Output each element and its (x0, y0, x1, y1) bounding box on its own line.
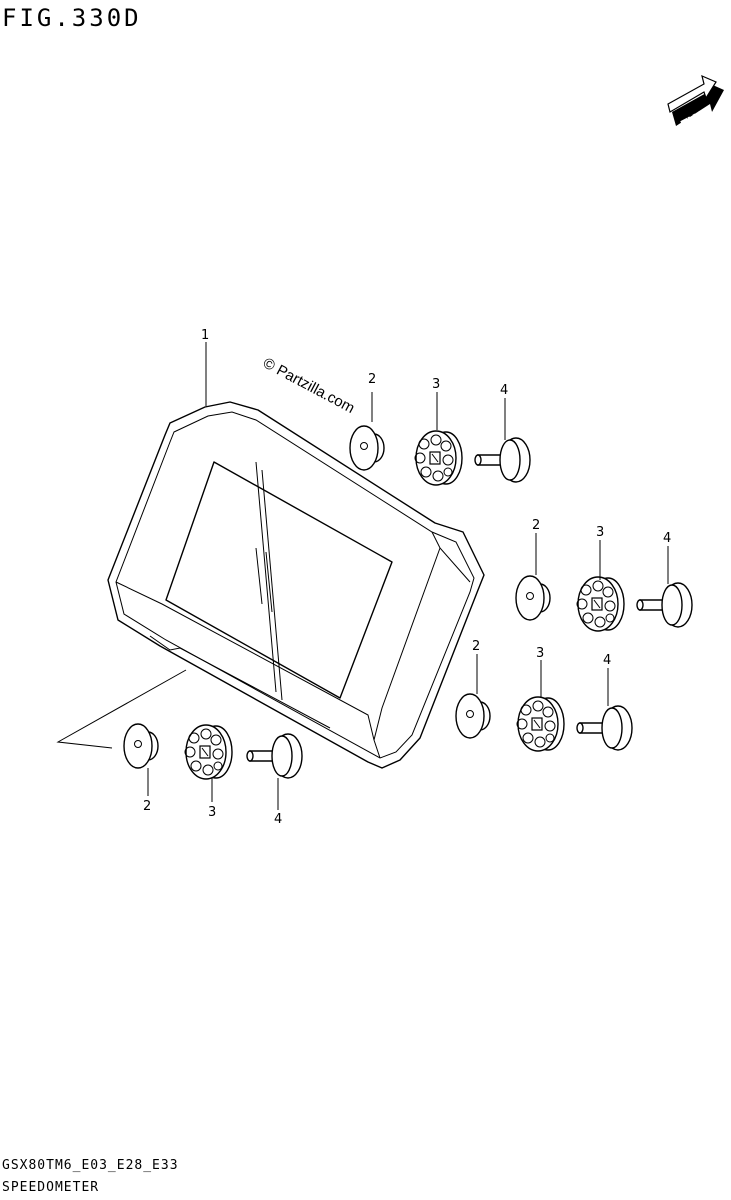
callout-3-lower-right: 3 (536, 646, 544, 661)
mount-set-lower-left (123, 723, 303, 810)
callout-3-top: 3 (432, 377, 440, 392)
callout-3-lower-left: 3 (208, 805, 216, 820)
callout-2-lower-left: 2 (143, 799, 151, 814)
mount-bolt (246, 733, 303, 779)
mount-set-lower-right (455, 654, 633, 752)
figure-title: FIG.330D (2, 4, 142, 32)
damper-grommet (184, 724, 233, 780)
mount-bolt (636, 582, 693, 628)
rubber-cap (455, 693, 491, 739)
damper-grommet (516, 696, 565, 752)
callout-2-top: 2 (368, 372, 376, 387)
rubber-cap (515, 575, 551, 621)
callout-1: 1 (201, 328, 209, 343)
damper-grommet (576, 576, 625, 632)
mount-set-middle (515, 533, 693, 632)
callout-4-lower-right: 4 (603, 653, 611, 668)
callout-4-lower-left: 4 (274, 812, 282, 827)
model-code: GSX80TM6_E03_E28_E33 (2, 1158, 179, 1173)
damper-grommet (414, 430, 463, 486)
mount-set-top (349, 392, 531, 486)
callout-2-middle: 2 (532, 518, 540, 533)
watermark: © Partzilla.com (260, 355, 357, 417)
fwd-arrow-icon: FWD (667, 74, 724, 134)
callout-4-middle: 4 (663, 531, 671, 546)
leader-line (56, 669, 187, 749)
section-name: SPEEDOMETER (2, 1180, 100, 1195)
rubber-cap (123, 723, 159, 769)
mount-bolt (576, 705, 633, 751)
callout-2-lower-right: 2 (472, 639, 480, 654)
callout-4-top: 4 (500, 383, 508, 398)
rubber-cap (349, 425, 385, 471)
callout-3-middle: 3 (596, 525, 604, 540)
speedometer-housing (107, 401, 485, 769)
mount-bolt (474, 437, 531, 483)
